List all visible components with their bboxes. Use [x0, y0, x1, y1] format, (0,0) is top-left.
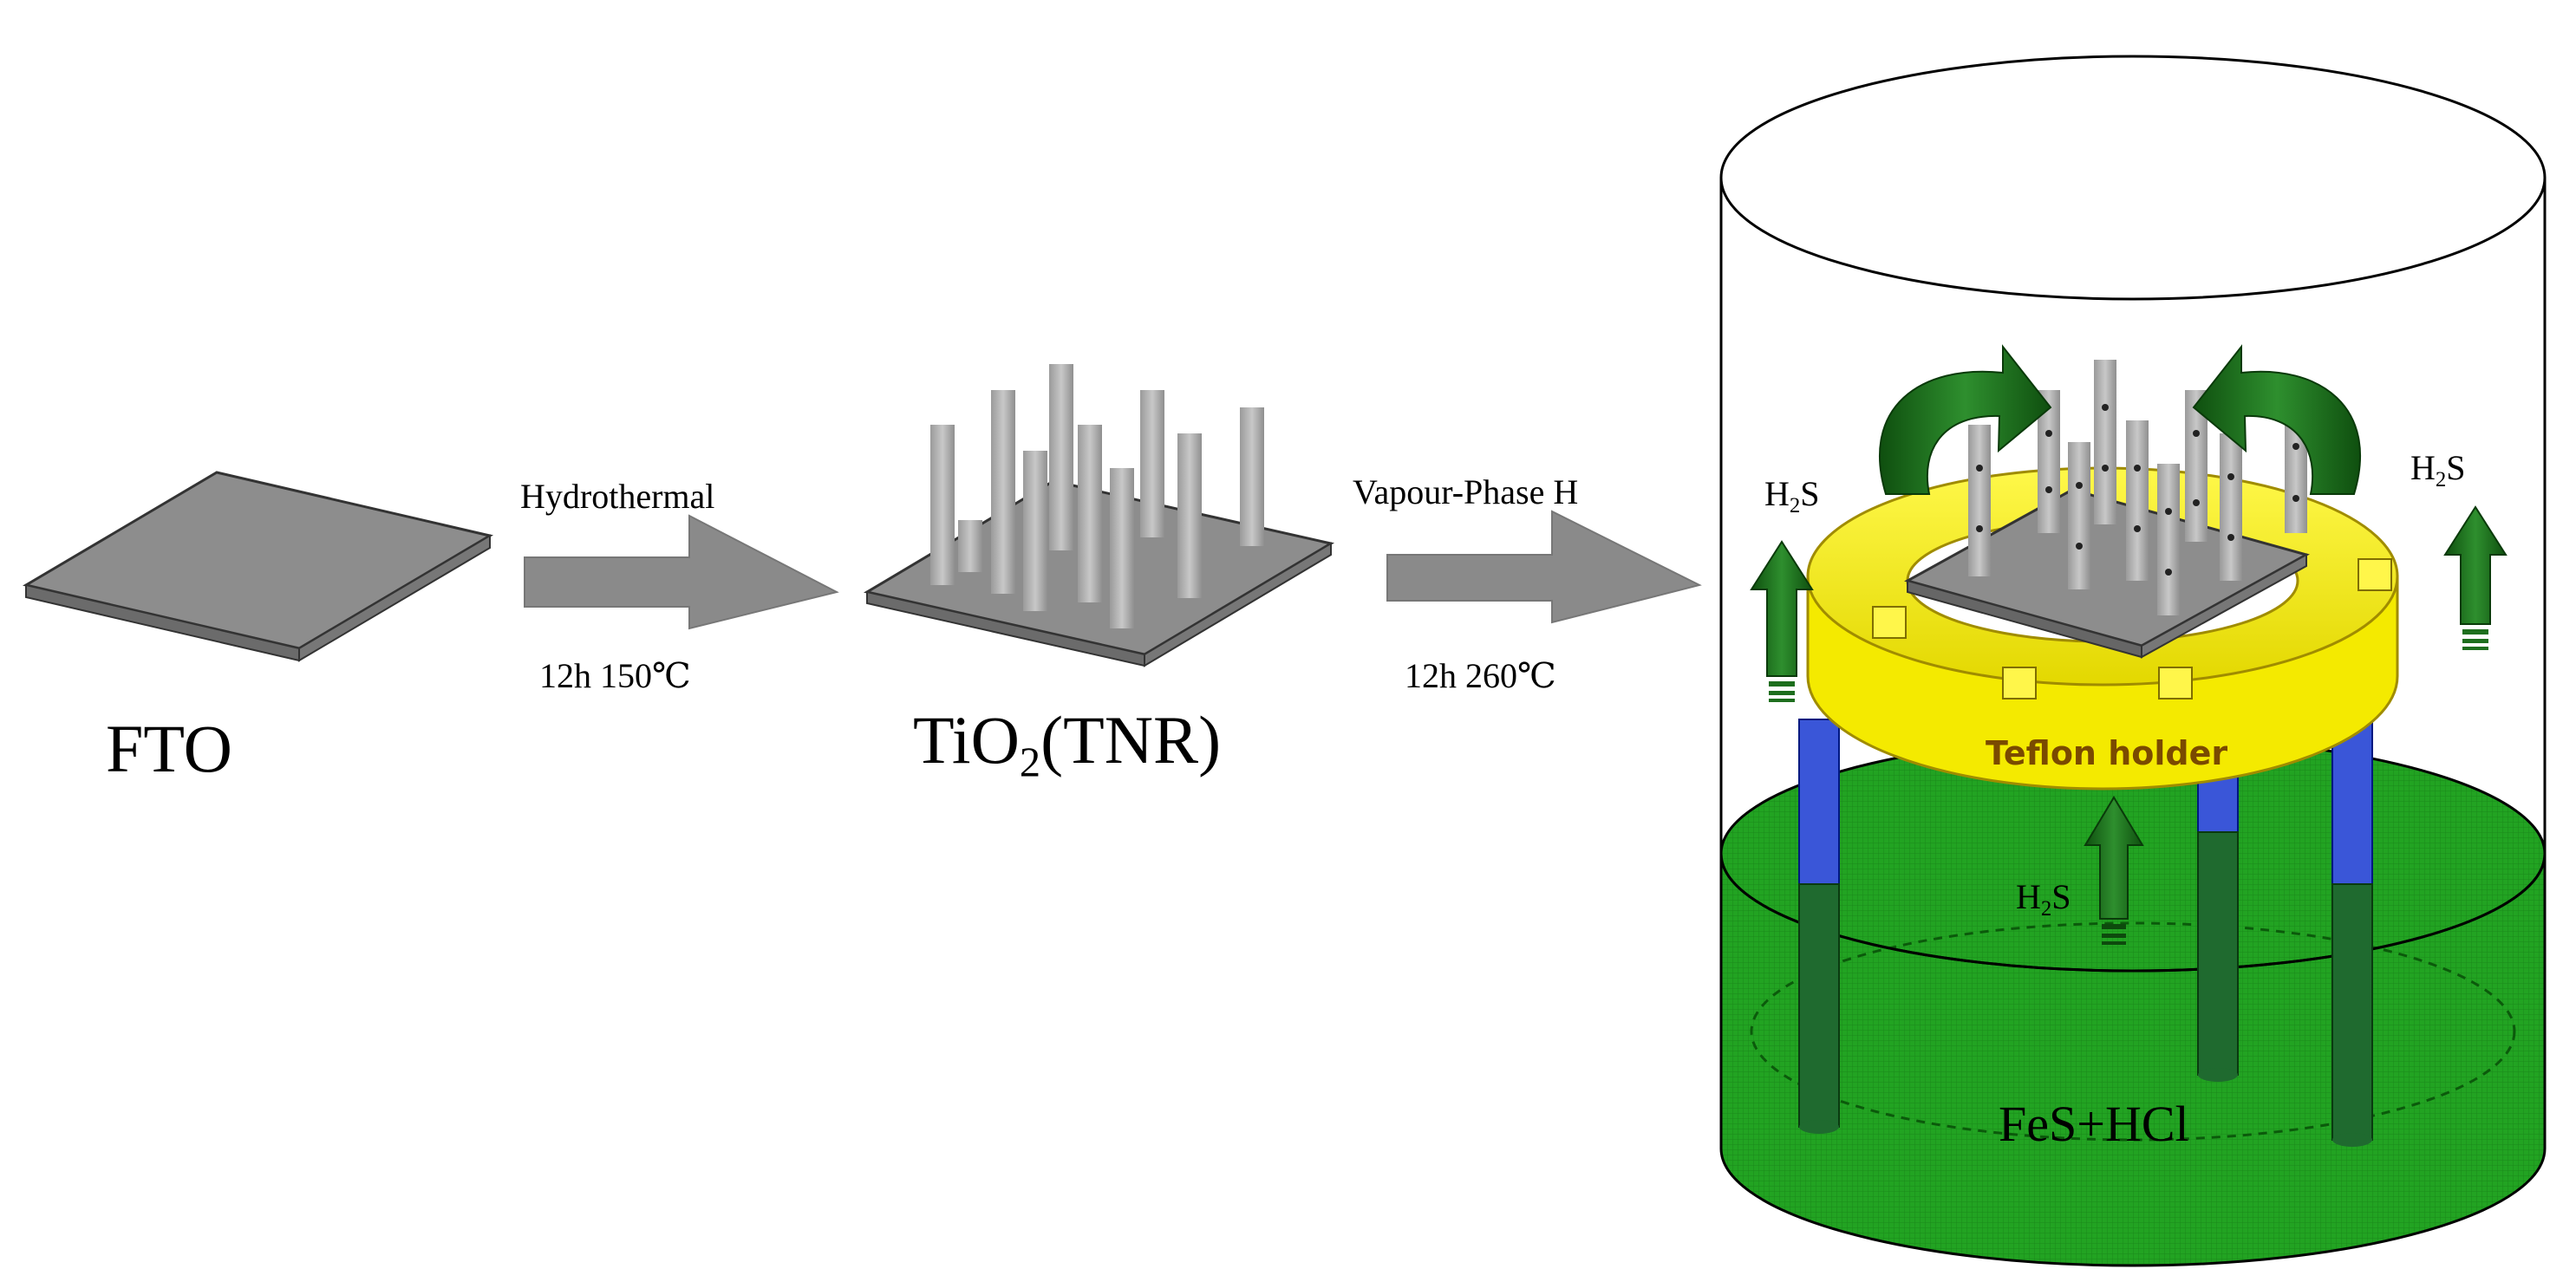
gas-arrow-center	[2084, 796, 2144, 945]
tnr-label-suffix: (TNR)	[1040, 702, 1222, 778]
solution-label: FeS+HCl	[1999, 1096, 2189, 1152]
support-rods	[1798, 710, 2373, 1147]
h2s-label-right: H2S	[2410, 451, 2466, 491]
fto-label: FTO	[106, 711, 232, 786]
curved-gas-arrows	[1879, 344, 2361, 495]
h2s-center-s: S	[2051, 877, 2071, 916]
h2s-right-h: H	[2410, 448, 2436, 487]
h2s-center-h: H	[2016, 877, 2041, 916]
h2s-label-center: H2S	[2016, 880, 2071, 921]
gas-arrow-right	[2443, 505, 2508, 650]
tnr-label: TiO2(TNR)	[913, 706, 1221, 784]
h2s-left-h: H	[1764, 474, 1790, 513]
h2s-right-s: S	[2446, 448, 2466, 487]
vapour-phase-label: Vapour-Phase H	[1353, 472, 1579, 511]
hydrothermal-arrow	[524, 514, 839, 630]
gas-arrow-left	[1750, 540, 1814, 702]
vapour-phase-conditions: 12h 260℃	[1405, 656, 1556, 695]
tnr-label-prefix: TiO	[913, 702, 1020, 778]
h2s-label-left: H2S	[1764, 477, 1820, 517]
fto-substrate	[23, 471, 493, 662]
hydrothermal-conditions: 12h 150℃	[539, 656, 691, 695]
tnr-label-sub: 2	[1019, 739, 1041, 786]
h2s-center-sub: 2	[2040, 896, 2052, 921]
hydrothermal-label: Hydrothermal	[520, 477, 715, 516]
vapour-phase-arrow	[1386, 510, 1702, 624]
h2s-left-s: S	[1800, 474, 1820, 513]
teflon-holder-label: Teflon holder	[1986, 734, 2228, 772]
h2s-right-sub: 2	[2435, 467, 2447, 491]
h2s-left-sub: 2	[1789, 493, 1801, 517]
tio2-nanorods	[930, 364, 1264, 628]
